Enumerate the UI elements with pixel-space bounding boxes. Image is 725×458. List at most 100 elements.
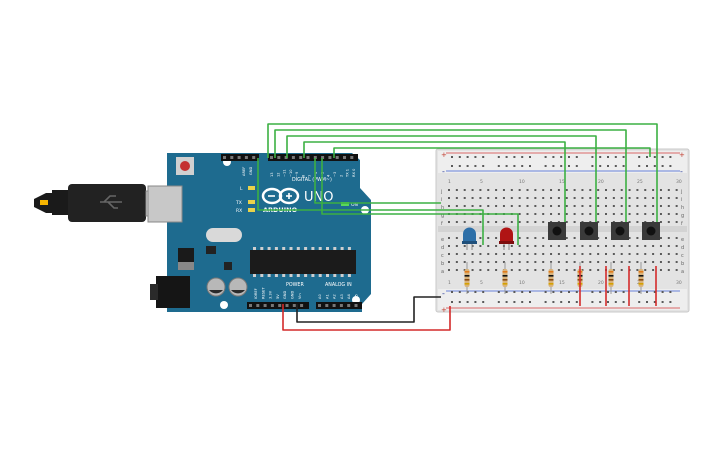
power-pin-label: IOREF [254,288,258,299]
led-tx-indicator [248,200,255,204]
wire-gnd-rail[interactable] [296,296,441,323]
digital-pin-label: 7 [308,175,312,177]
l-label: L [240,186,243,192]
led-l-indicator [248,186,255,190]
row-letter: f [441,221,443,227]
usb-jack [147,185,183,223]
digital-pin-label: TX 1 [346,169,350,178]
resistor[interactable] [464,262,470,294]
push-button-3[interactable] [611,222,629,240]
analog-pin-label: A4 [347,294,351,299]
analog-pin-label: A0 [318,294,322,299]
wire-pin5-red-led[interactable] [321,158,519,245]
analog-label: ANALOG IN [325,282,352,288]
row-letter: e [681,237,684,243]
column-number: 5 [480,179,483,185]
atmega-chip [250,250,356,274]
analog-pin-label: A2 [333,294,337,299]
row-letter: f [681,221,683,227]
row-letter: c [441,253,444,259]
resistor[interactable] [608,262,614,294]
row-letter: h [441,205,444,211]
digital-pin-label: ~9 [295,171,299,177]
power-pin-label: Vin [298,293,302,299]
digital-pin-label: ~10 [289,169,293,177]
rail-minus-label-bottom: - [442,289,445,298]
digital-pin-label: ~11 [283,169,287,177]
row-letter: b [681,261,684,267]
led-rx-indicator [248,208,255,212]
tx-label: TX [235,200,242,206]
column-number: 25 [637,179,643,185]
column-number: 5 [480,280,483,286]
digital-pin-label: 12 [276,172,280,177]
digital-pin-label: ~6 [314,171,318,177]
on-label: ON [351,202,358,208]
wire-pin11-button2[interactable] [286,135,597,222]
row-letter: i [441,197,442,203]
row-letter: a [441,269,444,275]
row-letter: b [441,261,444,267]
model-label: UNO [304,190,333,205]
rx-label: RX [236,208,242,214]
wire-pin12-button3[interactable] [274,129,627,222]
column-number: 1 [448,179,451,185]
column-number: 10 [519,179,525,185]
digital-pin-label: 2 [339,175,343,177]
led-red[interactable] [499,227,514,251]
on-led [341,202,349,206]
rail-plus-label-right: + [679,151,685,159]
mount-hole [220,301,228,309]
row-letter: h [681,205,684,211]
power-pin-label: GND [291,291,295,299]
wire-5v-rail[interactable] [282,304,451,331]
resistor[interactable] [638,262,644,294]
wire-pin13-button4[interactable] [267,123,658,222]
header-power [247,302,309,309]
top-power-rail [438,151,687,173]
row-letter: j [440,189,442,195]
row-letter: j [680,189,682,195]
wire-pin6-red-led[interactable] [314,158,441,204]
rail-minus-label-right: - [680,167,683,176]
column-number: 30 [676,280,682,286]
row-letter: d [681,245,684,251]
resistor-jumpers [579,266,657,306]
push-button-2[interactable] [580,222,598,240]
row-letter: g [441,213,444,219]
digital-pin-label: ~3 [333,172,337,177]
push-button-1[interactable] [548,222,566,240]
row-letter: a [681,269,684,275]
push-button-4[interactable] [642,222,660,240]
aref-label: AREF [242,167,246,176]
column-number: 10 [519,280,525,286]
analog-pin-label: A5 [355,294,359,299]
power-pin-label: GND [283,291,287,299]
rail-plus-label-bottom: + [441,306,447,314]
column-number: 20 [598,179,604,185]
wire-pin4-blue-led[interactable] [257,158,484,245]
resistor[interactable] [548,262,554,294]
power-label: POWER [286,282,304,288]
digital-pin-label: 4 [327,174,331,177]
header-digital [268,154,358,161]
column-number: 15 [559,280,565,286]
row-letter: c [681,253,684,259]
rail-minus-label: - [442,167,445,176]
led-blue[interactable] [462,227,477,251]
resistor[interactable] [502,262,508,294]
crystal [206,228,242,242]
gnd-label: GND [249,167,253,175]
power-pin-label: 5V [276,294,280,299]
column-number: 15 [559,179,565,185]
wire-pin8-top-rail[interactable] [333,147,651,158]
wire-pin10-button1[interactable] [303,141,566,222]
column-number: 1 [448,280,451,286]
rail-plus-label: + [441,151,447,159]
column-number: 20 [598,280,604,286]
digital-label: DIGITAL (PWM~) [292,177,332,183]
analog-pin-label: A1 [325,294,329,299]
power-pin-label: 3.3V [269,290,273,299]
